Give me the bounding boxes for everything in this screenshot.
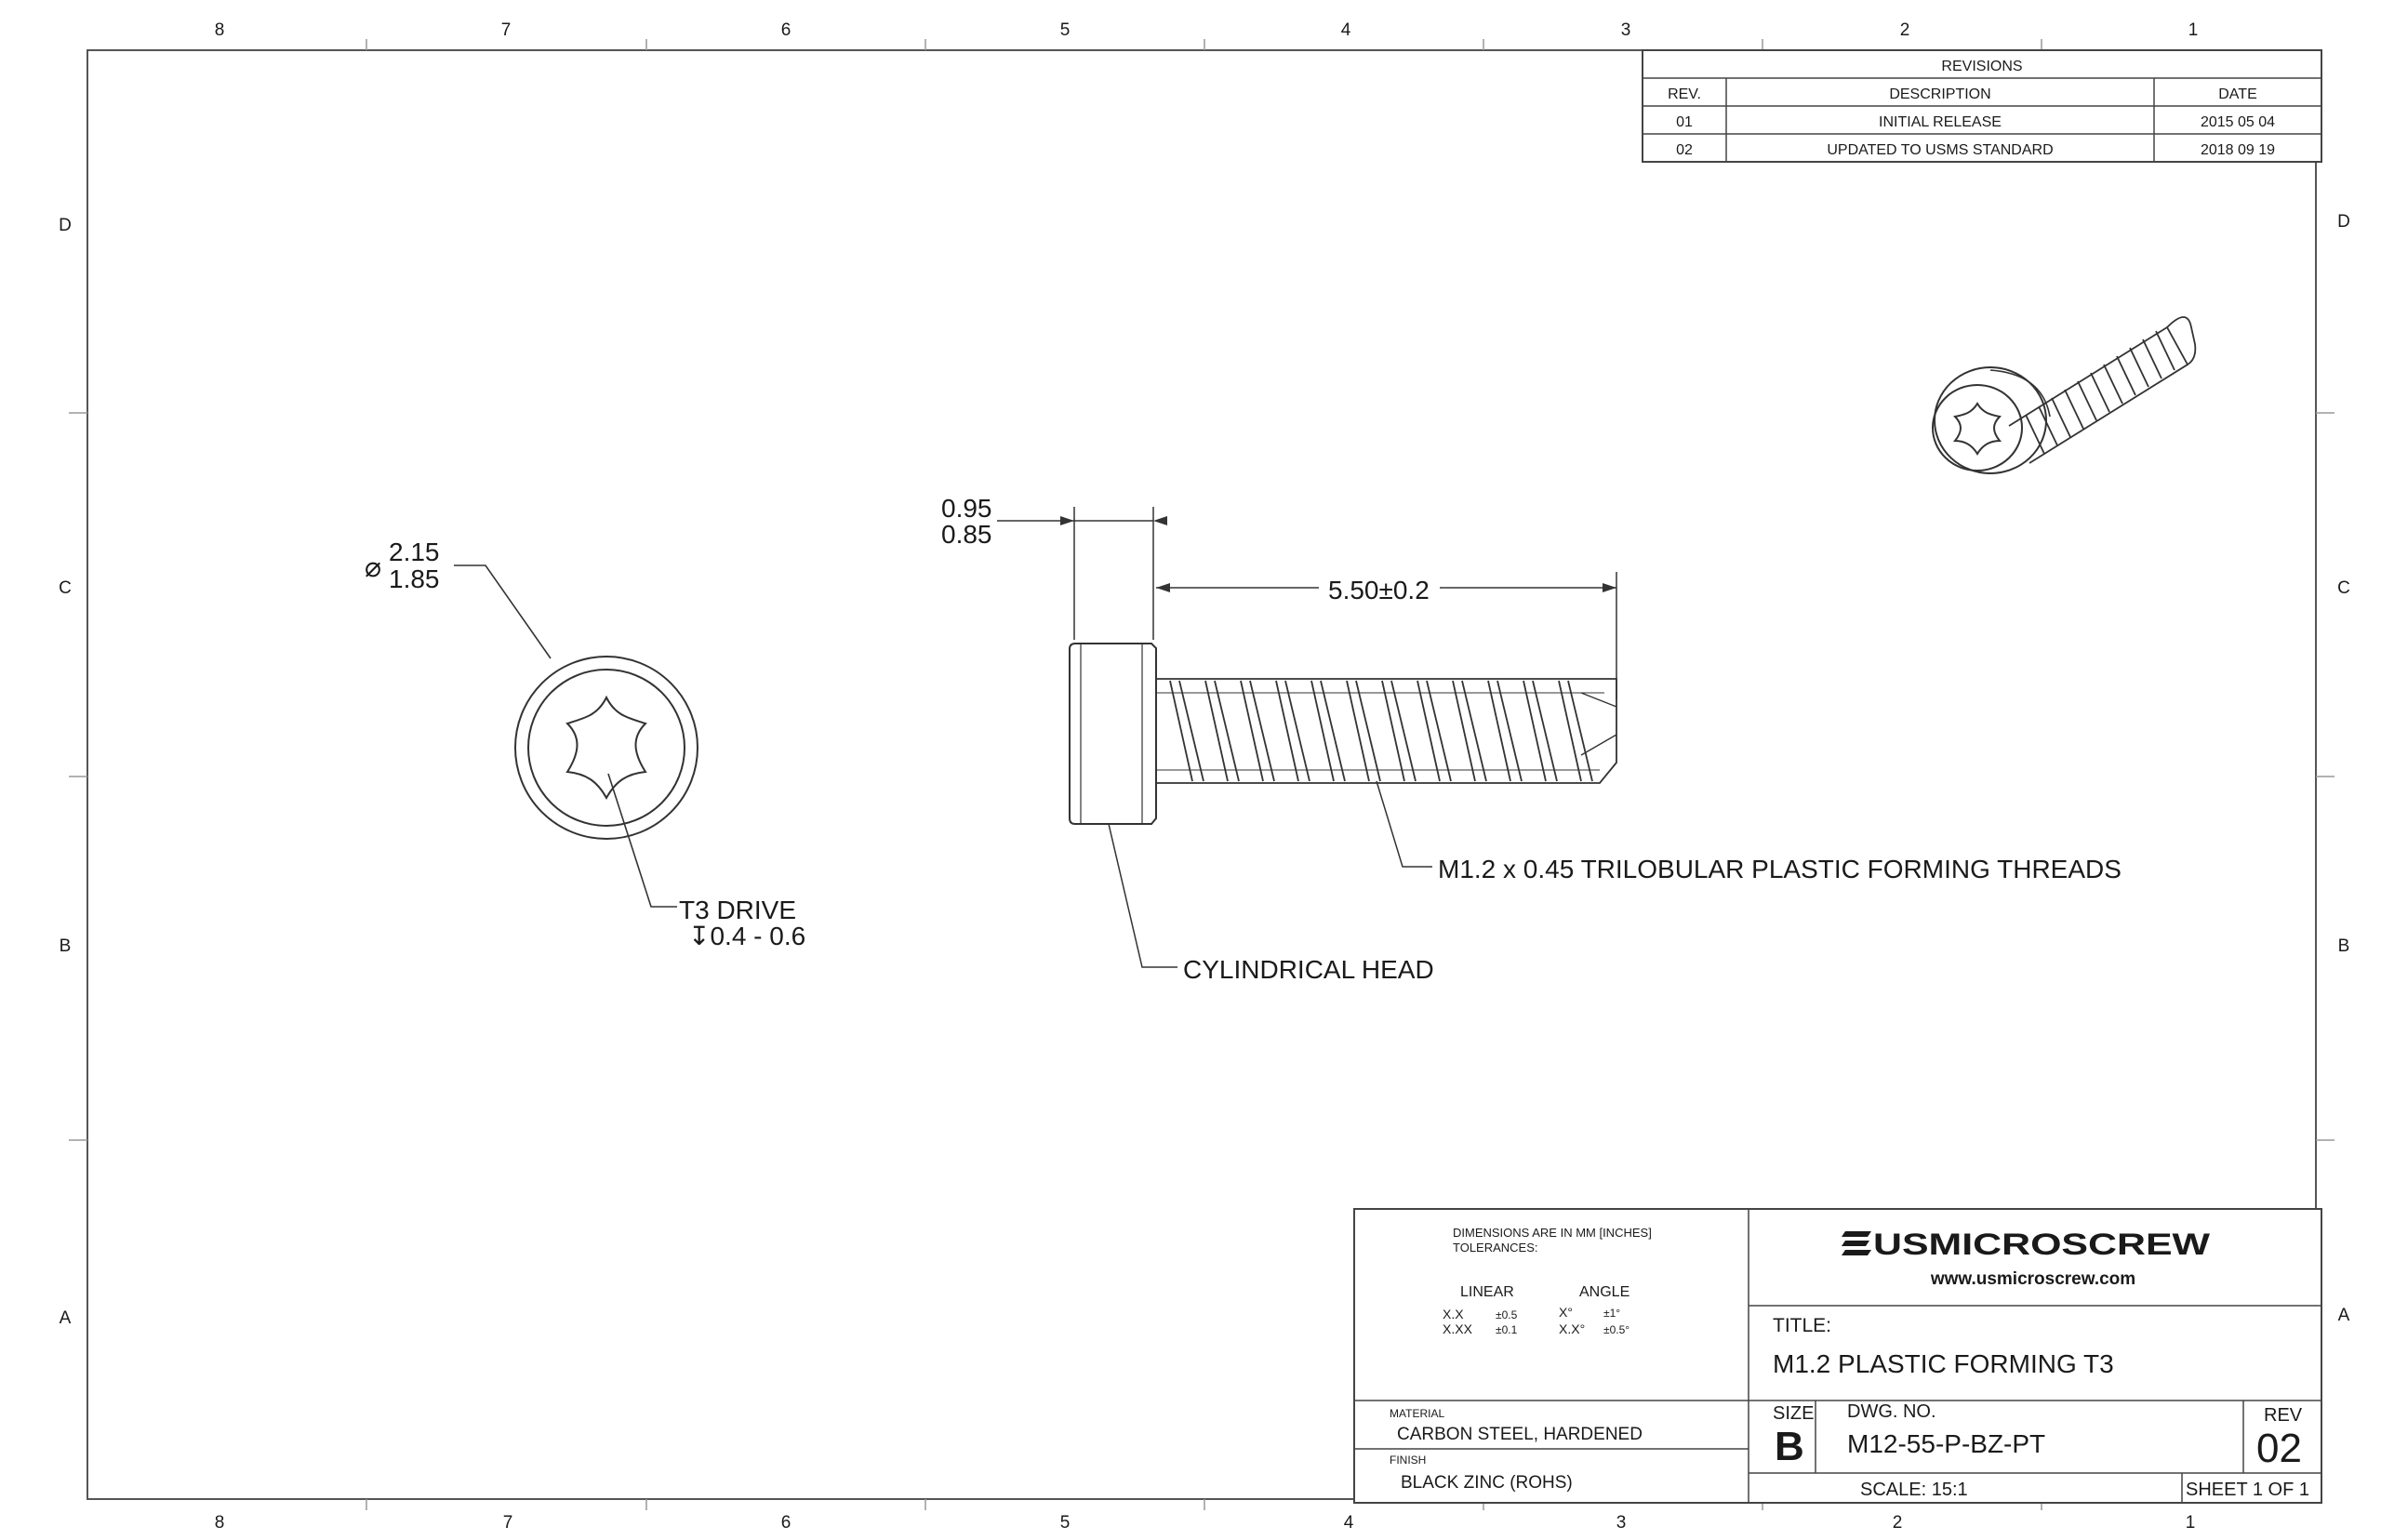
- zone-row-left-C: C: [59, 578, 72, 598]
- revisions-header-description: DESCRIPTION: [1889, 86, 1990, 102]
- zone-col-top-6: 6: [781, 20, 791, 40]
- head-height-lower: 0.85: [941, 520, 992, 549]
- units-note: DIMENSIONS ARE IN MM [INCHES]: [1453, 1226, 1652, 1240]
- scale-label: SCALE: 15:1: [1860, 1480, 1968, 1500]
- zone-col-bottom-2: 2: [1893, 1513, 1903, 1533]
- tol-xxx-label: X.XX: [1443, 1321, 1473, 1336]
- zone-row-left-A: A: [60, 1308, 72, 1328]
- zone-row-right-C: C: [2337, 578, 2350, 598]
- material-value: CARBON STEEL, HARDENED: [1397, 1425, 1643, 1444]
- screw-side-view: [1069, 643, 1617, 825]
- size-label: SIZE: [1773, 1403, 1814, 1424]
- revisions-table: REVISIONS REV. DESCRIPTION DATE 01 INITI…: [1642, 49, 2322, 163]
- tolerances-label: TOLERANCES:: [1453, 1241, 1538, 1255]
- size-value: B: [1775, 1424, 1804, 1469]
- linear-tolerance-label: LINEAR: [1460, 1284, 1514, 1300]
- head-callout: CYLINDRICAL HEAD: [1183, 955, 1434, 984]
- drive-label: T3 DRIVE: [679, 896, 796, 924]
- head-diameter-lower: 1.85: [389, 564, 440, 593]
- zone-col-top-1: 1: [2188, 20, 2199, 40]
- torx-drive-icon: [565, 695, 647, 801]
- isometric-screw-view: [1932, 316, 2197, 474]
- end-view-leaders: [454, 564, 677, 908]
- tol-xx-value: ±0.5: [1496, 1308, 1518, 1321]
- material-label: MATERIAL: [1390, 1407, 1444, 1420]
- tol-xx-label: X.X: [1443, 1307, 1464, 1321]
- zone-col-top-2: 2: [1900, 20, 1910, 40]
- zone-col-top-5: 5: [1060, 20, 1071, 40]
- head-height-upper: 0.95: [941, 494, 992, 523]
- zone-col-bottom-1: 1: [2186, 1513, 2196, 1533]
- title-label: TITLE:: [1773, 1315, 1831, 1336]
- dwg-number-label: DWG. NO.: [1847, 1401, 1936, 1422]
- finish-label: FINISH: [1390, 1454, 1426, 1467]
- drawing-border: [86, 49, 2317, 1500]
- revision-row-1-rev: 01: [1676, 114, 1693, 130]
- tol-angle-2-value: ±0.5°: [1603, 1323, 1629, 1336]
- revision-row-2-rev: 02: [1676, 142, 1693, 158]
- dimension-arrows: [1060, 516, 1616, 592]
- zone-row-right-A: A: [2338, 1306, 2350, 1325]
- logo-text: USMICROSCREW: [1873, 1228, 2211, 1261]
- zone-col-bottom-3: 3: [1616, 1513, 1627, 1533]
- title-block: [1353, 1208, 2322, 1504]
- drive-depth: ↧0.4 - 0.6: [688, 922, 805, 950]
- zone-col-bottom-5: 5: [1060, 1513, 1071, 1533]
- revisions-header-date: DATE: [2218, 86, 2256, 102]
- side-view-dimension-lines: [997, 507, 1617, 968]
- zone-col-top-4: 4: [1341, 20, 1351, 40]
- company-website: www.usmicroscrew.com: [1930, 1269, 2135, 1289]
- zone-row-right-D: D: [2337, 212, 2350, 232]
- zone-col-bottom-7: 7: [503, 1513, 513, 1533]
- revisions-header-rev: REV.: [1668, 86, 1701, 102]
- revision-row-2-description: UPDATED TO USMS STANDARD: [1827, 142, 2053, 158]
- rev-value: 02: [2256, 1426, 2302, 1471]
- angle-tolerance-label: ANGLE: [1579, 1284, 1629, 1300]
- tol-angle-2-label: X.X°: [1559, 1321, 1585, 1336]
- sheet-label: SHEET 1 OF 1: [2186, 1480, 2309, 1500]
- zone-row-left-D: D: [59, 216, 72, 235]
- revisions-title: REVISIONS: [1941, 59, 2022, 74]
- head-diameter-upper: 2.15: [389, 538, 440, 566]
- revision-row-1-date: 2015 05 04: [2201, 114, 2275, 130]
- revision-row-1-description: INITIAL RELEASE: [1879, 114, 2002, 130]
- company-logo: USMICROSCREW: [1842, 1228, 2211, 1261]
- revision-row-2-date: 2018 09 19: [2201, 142, 2275, 158]
- zone-col-bottom-4: 4: [1344, 1513, 1354, 1533]
- tol-angle-1-value: ±1°: [1603, 1307, 1620, 1320]
- diameter-symbol: ⌀: [365, 552, 381, 583]
- tol-xxx-value: ±0.1: [1496, 1323, 1518, 1336]
- zone-row-left-B: B: [60, 936, 72, 956]
- zone-col-top-7: 7: [501, 20, 512, 40]
- zone-col-top-3: 3: [1621, 20, 1631, 40]
- zone-row-right-B: B: [2338, 936, 2350, 956]
- zone-col-top-8: 8: [215, 20, 225, 40]
- zone-col-bottom-8: 8: [215, 1513, 225, 1533]
- finish-value: BLACK ZINC (ROHS): [1401, 1473, 1573, 1493]
- zone-col-bottom-6: 6: [781, 1513, 791, 1533]
- rev-label: REV: [2264, 1405, 2303, 1426]
- thread-callout: M1.2 x 0.45 TRILOBULAR PLASTIC FORMING T…: [1438, 855, 2122, 883]
- dwg-number: M12-55-P-BZ-PT: [1847, 1429, 2045, 1458]
- drawing-title: M1.2 PLASTIC FORMING T3: [1773, 1349, 2114, 1378]
- tol-angle-1-label: X°: [1559, 1305, 1573, 1320]
- length-dimension: 5.50±0.2: [1328, 576, 1430, 604]
- end-view: [514, 656, 698, 840]
